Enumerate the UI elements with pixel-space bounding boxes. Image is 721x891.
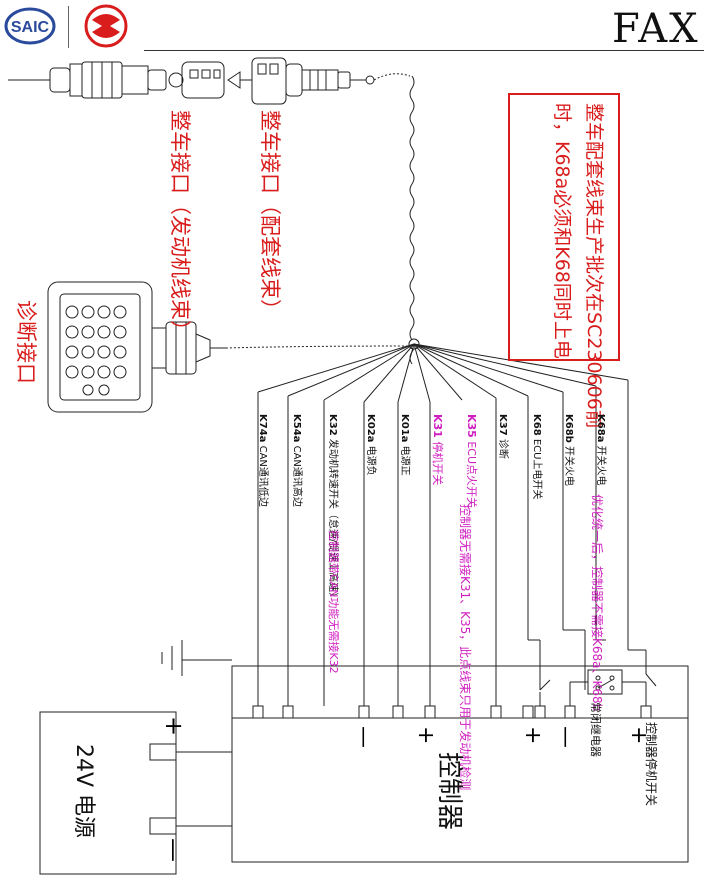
relay-minus: — bbox=[553, 726, 578, 748]
power-supply-plus: + bbox=[160, 716, 188, 737]
wire-label-k31: K31 停机开关 bbox=[431, 414, 444, 486]
power-supply-label: 24V 电源 bbox=[71, 744, 96, 839]
wire-label-k68a: K68a 开关火电 bbox=[595, 414, 606, 486]
k68-plus: + bbox=[520, 726, 545, 745]
wire-label-k54a: K54a CAN通讯高边 bbox=[291, 414, 302, 507]
notice-line-2: 时，K68a必须和K68同时上电 bbox=[551, 103, 573, 359]
annotation-k32: 控制器带CAN功能无需接K32 bbox=[327, 530, 340, 674]
power-supply-minus: — bbox=[160, 838, 188, 862]
saic-logo: SAIC bbox=[4, 6, 56, 46]
engine-harness-connector-icon bbox=[8, 61, 184, 99]
vehicle-harness-label: 整车接口（配套线束） bbox=[258, 110, 282, 320]
notice-line-1: 整车配套线束生产批次在SC230606前 bbox=[583, 103, 605, 429]
controller-label: 控制器 bbox=[434, 752, 464, 831]
fax-title: FAX bbox=[612, 6, 700, 52]
wire-label-k68: K68 ECU上电开关 bbox=[531, 414, 542, 500]
wire-label-k68b: K68b 开关火电 bbox=[563, 414, 574, 487]
power-minus-terminal: — bbox=[351, 726, 376, 748]
stop-switch-plus: + bbox=[626, 726, 651, 745]
annotation-k31-k35: 控制器无需接K31、K35，此点线束只用于发动机检测 bbox=[458, 504, 472, 791]
header-divider bbox=[68, 6, 69, 48]
wire-label-k37: K37 诊断 bbox=[497, 414, 508, 459]
notice-box: 整车配套线束生产批次在SC230606前 时，K68a必须和K68同时上电 bbox=[508, 93, 620, 429]
vehicle-harness-connector-icon bbox=[181, 57, 375, 105]
diagnostic-connector-icon bbox=[47, 281, 226, 413]
power-plus-terminal: + bbox=[413, 726, 438, 745]
brand-emblem-icon bbox=[80, 4, 132, 48]
saic-logo-text: SAIC bbox=[11, 19, 50, 36]
wire-label-k35: K35 ECU点火开关 bbox=[465, 414, 478, 509]
engine-harness-label: 整车接口（发动机线束） bbox=[168, 110, 192, 341]
diagnostic-interface-label: 诊断接口 bbox=[14, 300, 38, 384]
wire-label-k01a: K01a 电源正 bbox=[399, 414, 410, 476]
header-rule bbox=[144, 50, 704, 51]
wire-label-k02a: K02a 电源负 bbox=[365, 414, 376, 476]
annotation-k68ab: 优化统一后，控制器不需接K68a、K68b bbox=[590, 494, 604, 712]
twisted-pair-cable bbox=[409, 75, 415, 365]
wire-label-k74a: K74a CAN通讯低边 bbox=[257, 414, 268, 507]
normally-closed-relay-label: 常闭继电器 bbox=[589, 702, 602, 757]
